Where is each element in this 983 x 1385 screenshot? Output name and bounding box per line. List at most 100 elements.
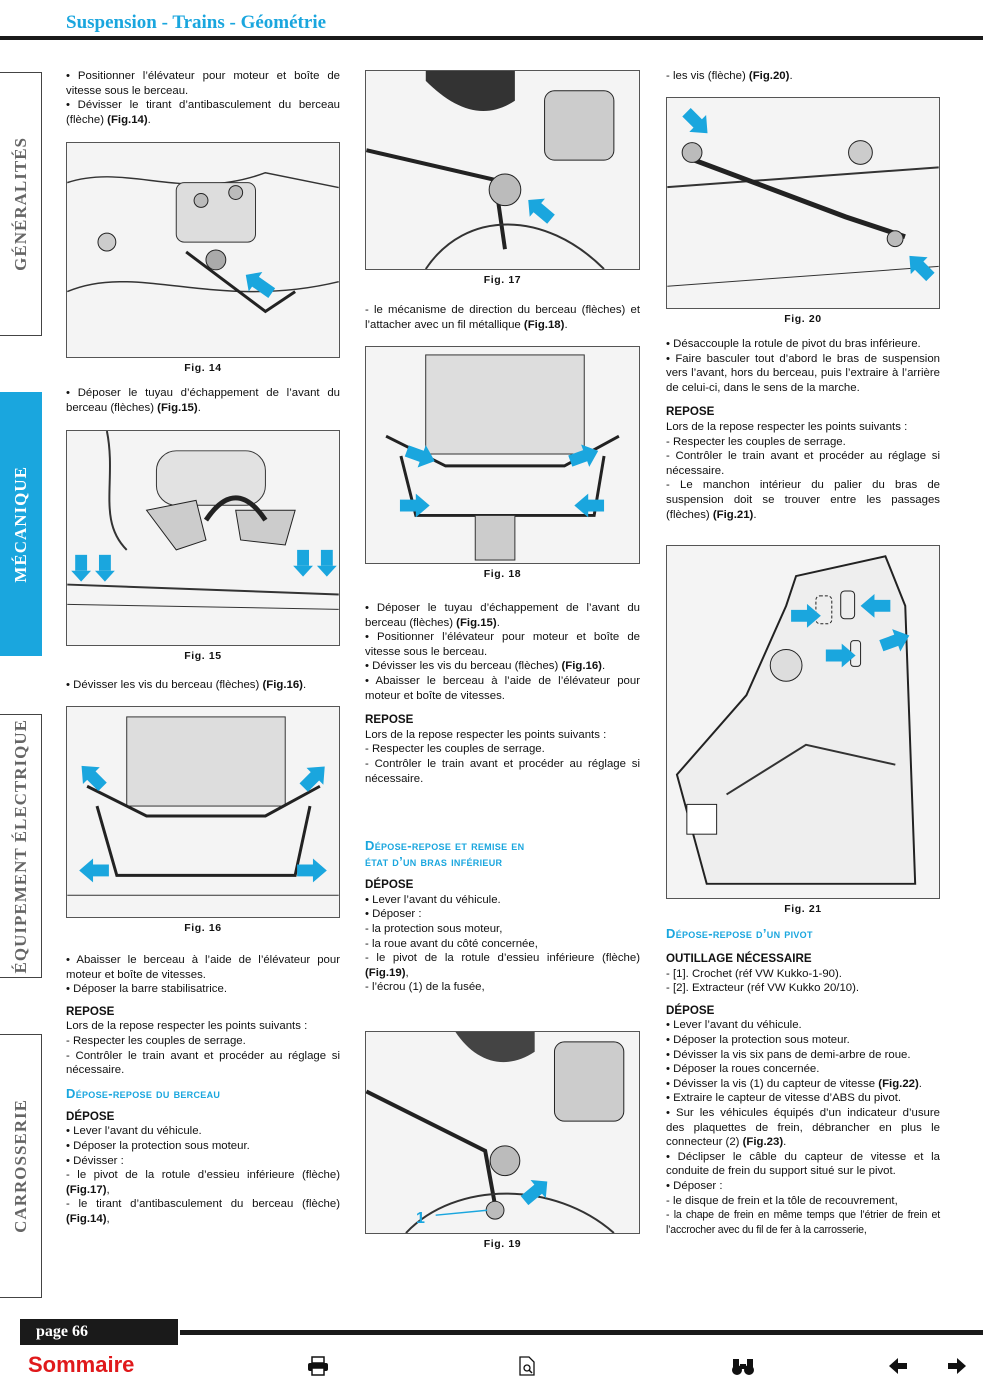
paragraph: • Dévisser le tirant d’antibasculement d… [66, 99, 340, 126]
paragraph: • Déposer : [365, 908, 422, 921]
paragraph: - le mécanisme de direction du berceau (… [365, 304, 640, 331]
paragraph: • Déposer : [666, 1179, 723, 1192]
subheading-depose: DÉPOSE [365, 878, 414, 892]
paragraph: • Positionner l’élévateur pour moteur et… [66, 70, 340, 97]
paragraph: - l’écrou (1) de la fusée, [365, 981, 485, 994]
col3-body-a: • Désaccouple la rotule de pivot du bras… [666, 337, 940, 522]
col2-body: • Déposer le tuyau d’échappement de l’av… [365, 601, 640, 995]
paragraph: - [2]. Extracteur (réf VW Kukko 20/10). [666, 982, 860, 995]
figure-19: 1 [365, 1031, 640, 1234]
paragraph: - le disque de frein et la tôle de recou… [666, 1194, 898, 1207]
paragraph: • Lever l’avant du véhicule. [365, 893, 501, 906]
paragraph: - Contrôler le train avant et procéder a… [666, 450, 940, 477]
figure-14-caption: Fig. 14 [184, 362, 222, 374]
paragraph: • Déposer la roues concernée. [666, 1063, 820, 1076]
arrow-right-icon[interactable] [947, 1356, 967, 1380]
subheading-outillage: OUTILLAGE NÉCESSAIRE [666, 952, 812, 965]
document-icon[interactable] [519, 1356, 535, 1380]
section-title-bras-inferieur-2: état d’un bras inférieur [365, 854, 503, 870]
paragraph: - Le manchon intérieur du palier du bras… [666, 479, 940, 521]
paragraph: - la protection sous moteur, [365, 922, 503, 935]
figure-16-illustration [67, 707, 339, 917]
paragraph: Lors de la repose respecter les points s… [66, 1020, 308, 1033]
paragraph: - les vis (flèche) (Fig.20). [666, 70, 793, 82]
figure-18-illustration [366, 347, 639, 563]
figure-21 [666, 545, 940, 899]
printer-icon[interactable] [307, 1356, 329, 1380]
figure-20 [666, 97, 940, 309]
page-number: page 66 [20, 1319, 178, 1345]
subheading-repose: REPOSE [66, 1004, 115, 1018]
sidebar-tab-label: MÉCANIQUE [10, 465, 30, 583]
figure-19-illustration [366, 1032, 639, 1233]
paragraph: - [1]. Crochet (réf VW Kukko-1-90). [666, 967, 842, 980]
paragraph: • Dévisser les vis du berceau (flèches) … [365, 660, 606, 673]
paragraph: - la chape de frein en même temps que l’… [666, 1209, 940, 1236]
paragraph: • Déposer la barre stabilisatrice. [66, 983, 227, 996]
binoculars-icon[interactable] [731, 1356, 755, 1380]
col1-body: • Abaisser le berceau à l’aide de l’élév… [66, 953, 340, 1227]
sidebar-tab-equipement-electrique[interactable]: ÉQUIPEMENT ÉLECTRIQUE [0, 714, 42, 978]
paragraph: • Dévisser : [66, 1154, 124, 1167]
sidebar-tab-mecanique[interactable]: MÉCANIQUE [0, 392, 42, 656]
page-header-title: Suspension - Trains - Géométrie [66, 12, 327, 33]
paragraph: - Contrôler le train avant et procéder a… [365, 757, 640, 785]
paragraph: • Déclipser le câble du capteur de vites… [666, 1150, 940, 1178]
col1-intro: • Positionner l’élévateur pour moteur et… [66, 69, 340, 127]
paragraph: • Déposer le tuyau d’échappement de l’av… [365, 602, 640, 629]
figure-16 [66, 706, 340, 918]
figure-14 [66, 142, 340, 358]
paragraph: - le pivot de la rotule d’essieu inférie… [365, 952, 640, 979]
paragraph: - Respecter les couples de serrage. [666, 435, 846, 448]
paragraph: • Abaisser le berceau à l’aide de l’élév… [365, 674, 640, 702]
paragraph: • Positionner l’élévateur pour moteur et… [365, 631, 640, 658]
figure-17 [365, 70, 640, 270]
figure-19-caption: Fig. 19 [483, 1238, 522, 1250]
sidebar-tab-generalites[interactable]: GÉNÉRALITÉS [0, 72, 42, 336]
paragraph: • Faire basculer tout d’abord le bras de… [666, 352, 940, 394]
paragraph: - le tirant d’antibasculement du berceau… [66, 1198, 340, 1225]
footer-rule [180, 1330, 983, 1335]
paragraph: • Dévisser la vis (1) du capteur de vite… [666, 1077, 922, 1090]
paragraph: • Extraire le capteur de vitesse d’ABS d… [666, 1092, 902, 1105]
subheading-depose: DÉPOSE [66, 1109, 115, 1123]
paragraph: • Lever l’avant du véhicule. [66, 1125, 202, 1138]
paragraph: Lors de la repose respecter les points s… [666, 420, 908, 433]
paragraph: • Abaisser le berceau à l’aide de l’élév… [66, 954, 340, 981]
section-title-bras-inferieur-1: Dépose-repose et remise en [365, 838, 525, 854]
header-rule [0, 36, 983, 40]
section-title-pivot: Dépose-repose d’un pivot [666, 926, 813, 941]
col1-fig15-text: • Déposer le tuyau d’échappement de l’av… [66, 386, 340, 415]
col2-fig18-text: - le mécanisme de direction du berceau (… [365, 303, 640, 332]
paragraph: - le pivot de la rotule d’essieu inférie… [66, 1169, 340, 1196]
section-title-berceau: Dépose-repose du berceau [66, 1085, 221, 1101]
paragraph: Lors de la repose respecter les points s… [365, 728, 607, 741]
figure-19-callout: 1 [416, 1210, 425, 1227]
sommaire-link[interactable]: Sommaire [28, 1352, 135, 1377]
sidebar-tab-label: ÉQUIPEMENT ÉLECTRIQUE [10, 718, 30, 974]
subheading-depose: DÉPOSE [666, 1003, 715, 1017]
paragraph: • Désaccouple la rotule de pivot du bras… [666, 338, 921, 350]
figure-21-illustration [667, 546, 939, 898]
sidebar-tab-label: GÉNÉRALITÉS [10, 137, 30, 271]
col3-body-b: Dépose-repose d’un pivot OUTILLAGE NÉCES… [666, 926, 940, 1237]
figure-20-caption: Fig. 20 [784, 313, 822, 325]
paragraph: • Déposer le tuyau d’échappement de l’av… [66, 387, 340, 414]
paragraph: - la roue avant du côté concernée, [365, 937, 538, 950]
arrow-left-icon[interactable] [888, 1356, 908, 1380]
paragraph: • Dévisser la vis six pans de demi-arbre… [666, 1048, 911, 1061]
paragraph: • Déposer la protection sous moteur. [666, 1033, 850, 1046]
subheading-repose: REPOSE [365, 713, 414, 727]
col3-fig20-text: - les vis (flèche) (Fig.20). [666, 69, 940, 84]
col1-fig16-text: • Dévisser les vis du berceau (flèches) … [66, 678, 340, 693]
figure-18 [365, 346, 640, 564]
paragraph: - Respecter les couples de serrage. [66, 1034, 246, 1047]
figure-18-caption: Fig. 18 [483, 568, 522, 580]
paragraph: - Contrôler le train avant et procéder a… [66, 1049, 340, 1077]
paragraph: • Dévisser les vis du berceau (flèches) … [66, 679, 307, 691]
paragraph: • Déposer la protection sous moteur. [66, 1139, 250, 1152]
paragraph: - Respecter les couples de serrage. [365, 743, 545, 756]
subheading-repose: REPOSE [666, 405, 715, 419]
figure-17-caption: Fig. 17 [483, 274, 522, 286]
sidebar-tab-carrosserie[interactable]: CARROSSERIE [0, 1034, 42, 1298]
